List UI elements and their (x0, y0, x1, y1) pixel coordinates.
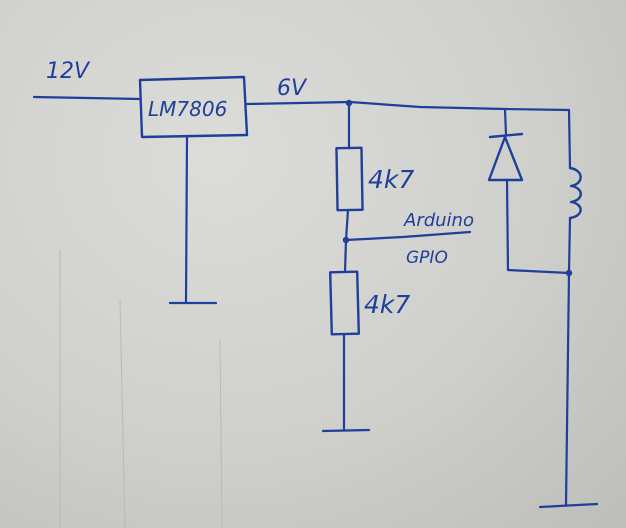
resistor-top (335, 146, 364, 212)
divider-ground-symbol (321, 428, 371, 433)
input-wire (32, 95, 142, 101)
diode-coil-link-wire (506, 268, 571, 275)
drain-ground-symbol (538, 502, 599, 509)
paper-texture (59, 250, 223, 528)
diode (487, 132, 524, 182)
coil-bottom-wire (567, 216, 572, 274)
input-voltage-label: 12V (46, 59, 91, 84)
resistor-bottom-label: 4k7 (364, 290, 410, 319)
gpio-label: GPIO (406, 248, 448, 268)
arduino-label: Arduino (403, 210, 474, 231)
diode-bar (488, 132, 524, 139)
relay-coil (568, 166, 582, 220)
regulator-box (138, 75, 249, 139)
regulator-ground-wire (184, 135, 189, 304)
diode-bottom-wire (505, 178, 510, 272)
diode-triangle (487, 135, 524, 182)
drain-wire (564, 271, 571, 507)
coil-top-wire (567, 108, 572, 170)
regulator-label: LM7806 (148, 97, 227, 121)
output-voltage-label: 6V (277, 76, 308, 101)
diode-top-wire (503, 107, 508, 137)
resistor-top-label: 4k7 (368, 165, 414, 194)
resistor-bottom (328, 270, 361, 336)
gpio-tap-wire (344, 230, 472, 242)
output-rail-wire (245, 100, 571, 112)
